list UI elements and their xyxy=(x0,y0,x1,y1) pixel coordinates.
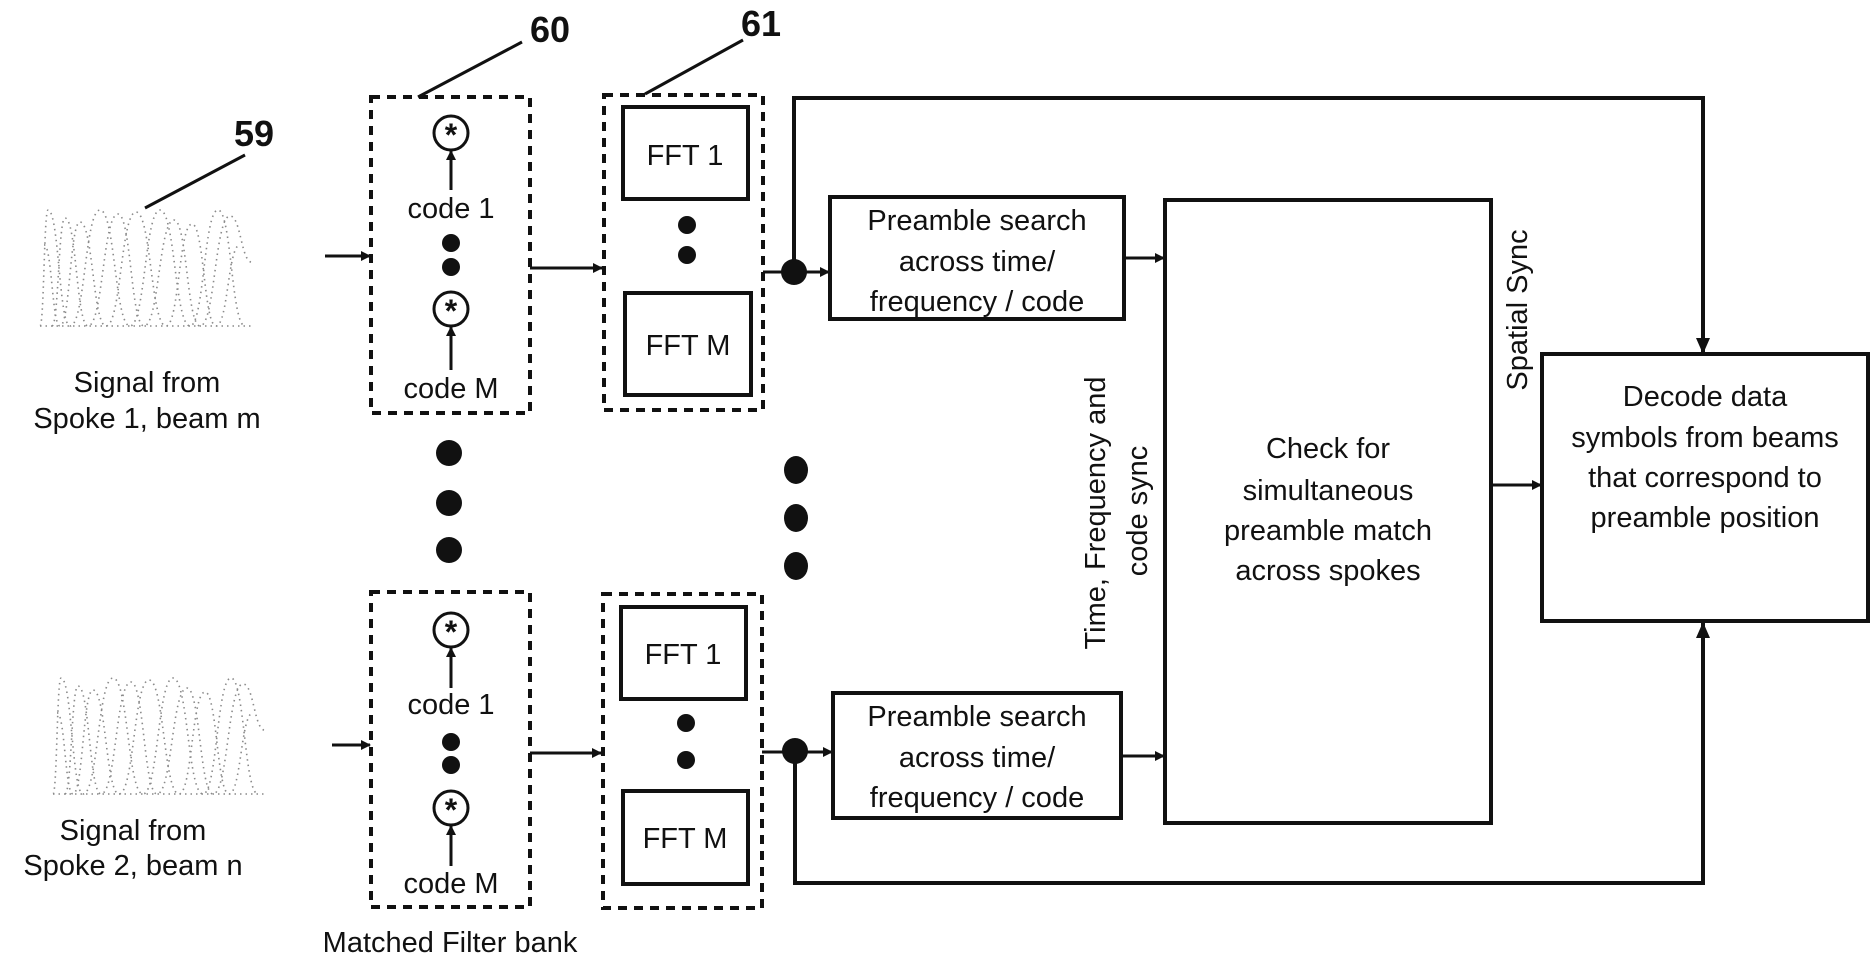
preamble-search-line: frequency / code xyxy=(870,782,1084,814)
check-preamble-match-box: Check for simultaneous preamble match ac… xyxy=(1165,200,1491,823)
ref-number-59: 59 xyxy=(234,113,274,154)
signal-label-line2: Spoke 2, beam n xyxy=(23,850,242,882)
ellipsis-dot xyxy=(784,504,808,532)
correlator-symbol: * xyxy=(445,117,458,153)
preamble-search-line: Preamble search xyxy=(867,701,1086,733)
leader-line-59 xyxy=(145,155,245,208)
fft-first-label: FFT 1 xyxy=(647,140,724,172)
spoke-1: Signal from Spoke 1, beam m * code 1 * c… xyxy=(33,95,1703,435)
preamble-search-line: Preamble search xyxy=(867,205,1086,237)
fft-bank: FFT 1 FFT M xyxy=(604,95,763,410)
ellipsis-dot xyxy=(784,456,808,484)
fft-bank: FFT 1 FFT M xyxy=(603,594,762,908)
code-first-label: code 1 xyxy=(407,689,494,721)
ellipsis-dot xyxy=(677,714,695,732)
preamble-search-line: frequency / code xyxy=(870,286,1084,318)
code-last-label: code M xyxy=(403,868,498,900)
signal-waveform-icon xyxy=(40,210,252,326)
preamble-search-line: across time/ xyxy=(899,742,1056,774)
ellipsis-dot xyxy=(678,246,696,264)
waveform-trace xyxy=(44,212,240,326)
ellipsis-dot xyxy=(436,537,462,563)
ref-number-60: 60 xyxy=(530,9,570,50)
ref-number-61: 61 xyxy=(741,3,781,44)
matched-filter-bank: * code 1 * code M xyxy=(371,592,530,907)
waveform-trace xyxy=(52,214,252,326)
spoke-ellipsis-left xyxy=(436,440,462,563)
ellipsis-dot xyxy=(436,440,462,466)
preamble-search-box: Preamble search across time/ frequency /… xyxy=(833,693,1121,818)
ellipsis-dot xyxy=(442,234,460,252)
check-box-line: simultaneous xyxy=(1243,475,1414,507)
check-box-line: across spokes xyxy=(1235,555,1420,587)
correlator-symbol: * xyxy=(445,614,458,650)
correlator-symbol: * xyxy=(445,293,458,329)
ellipsis-dot xyxy=(436,490,462,516)
decode-data-box: Decode data symbols from beams that corr… xyxy=(1542,354,1868,621)
decode-box-line: symbols from beams xyxy=(1571,422,1839,454)
time-frequency-sync-line2: code sync xyxy=(1122,446,1154,577)
decode-box-line: that correspond to xyxy=(1588,462,1822,494)
check-box-line: preamble match xyxy=(1224,515,1432,547)
leader-line-60 xyxy=(418,42,522,97)
preamble-search-box: Preamble search across time/ frequency /… xyxy=(830,197,1124,319)
matched-filter-bank: * code 1 * code M xyxy=(371,97,530,413)
ref-61-group: 61 xyxy=(645,3,781,94)
check-box-frame xyxy=(1165,200,1491,823)
waveform-trace xyxy=(57,680,253,794)
signal-label-line1: Signal from xyxy=(60,815,207,847)
fft-first-label: FFT 1 xyxy=(645,639,722,671)
ellipsis-dot xyxy=(442,756,460,774)
matched-filter-caption: Matched Filter bank xyxy=(323,927,578,959)
check-box-line: Check for xyxy=(1266,433,1390,465)
signal-waveform-icon xyxy=(53,678,265,794)
signal-label-line1: Signal from xyxy=(74,367,221,399)
code-last-label: code M xyxy=(403,373,498,405)
fft-last-label: FFT M xyxy=(646,330,731,362)
signal-label-line2: Spoke 1, beam m xyxy=(33,403,260,435)
leader-line-61 xyxy=(645,40,743,94)
correlator-symbol: * xyxy=(445,792,458,828)
ellipsis-dot xyxy=(678,216,696,234)
ellipsis-dot xyxy=(442,258,460,276)
waveform-trace xyxy=(65,682,265,794)
decode-box-line: preamble position xyxy=(1591,502,1820,534)
time-frequency-sync-line1: Time, Frequency and xyxy=(1080,377,1112,650)
ellipsis-dot xyxy=(677,751,695,769)
decode-box-line: Decode data xyxy=(1623,381,1788,413)
fft-last-label: FFT M xyxy=(643,823,728,855)
spatial-sync-label: Spatial Sync xyxy=(1502,229,1534,390)
preamble-search-line: across time/ xyxy=(899,246,1056,278)
code-first-label: code 1 xyxy=(407,193,494,225)
ellipsis-dot xyxy=(784,552,808,580)
spoke-ellipsis-right xyxy=(784,456,808,580)
spoke-2: Signal from Spoke 2, beam n * code 1 * c… xyxy=(23,592,1703,959)
ref-59-group: 59 xyxy=(145,113,274,208)
ref-60-group: 60 xyxy=(418,9,570,97)
time-frequency-sync-label: Time, Frequency and code sync xyxy=(1080,377,1154,650)
ellipsis-dot xyxy=(442,733,460,751)
